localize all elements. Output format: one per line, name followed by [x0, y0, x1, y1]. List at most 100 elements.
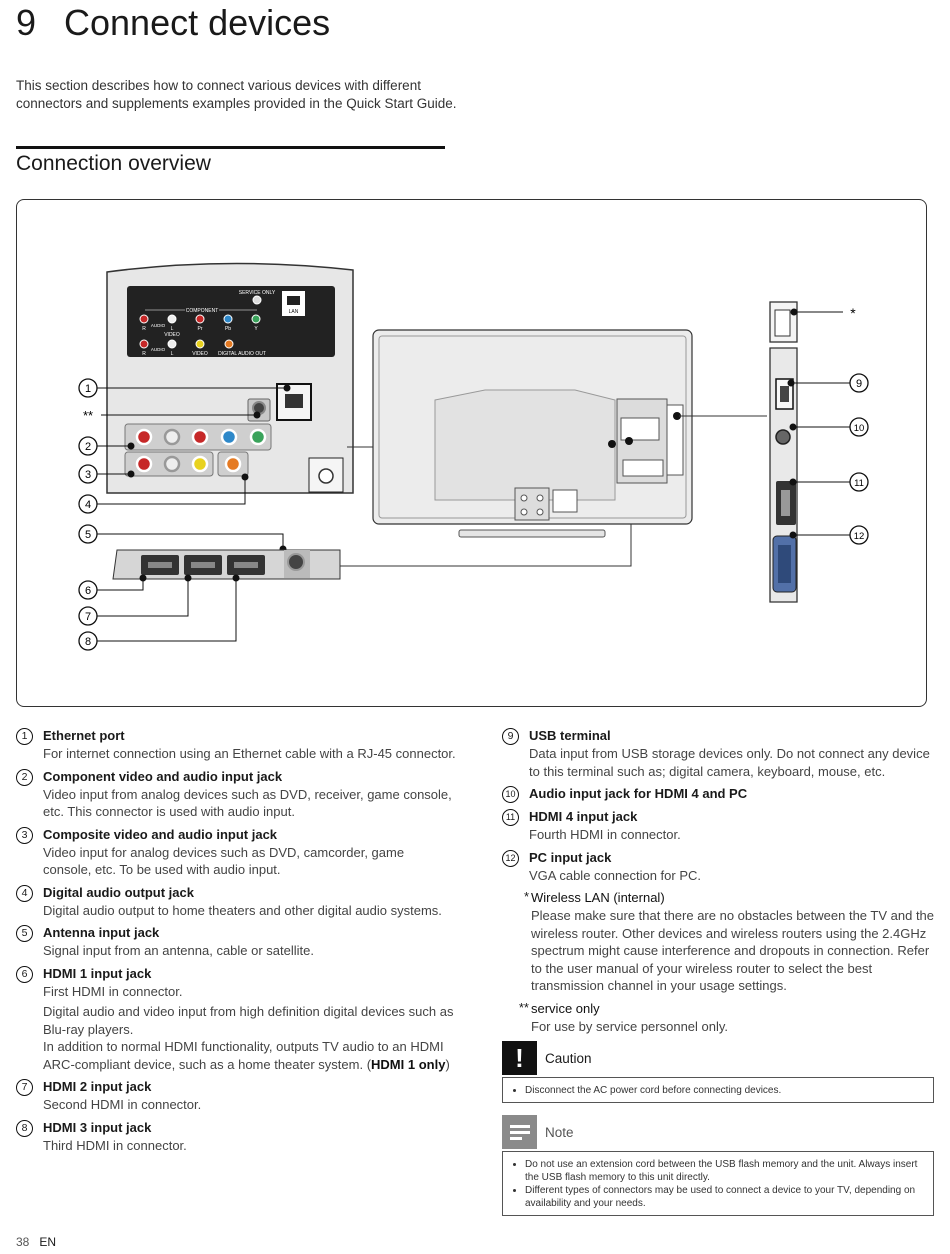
note-lines-icon [502, 1115, 537, 1149]
l-label-2: L [171, 351, 174, 357]
language-code: EN [39, 1235, 57, 1249]
caution-label: Caution [545, 1050, 592, 1066]
item-title: HDMI 1 input jack [43, 965, 152, 981]
svg-text:3: 3 [85, 469, 91, 481]
lan-label: LAN [289, 309, 299, 315]
pb-label: Pb [225, 326, 231, 332]
lan-port-icon [287, 296, 300, 305]
callout-dstar: ** [83, 408, 93, 423]
digital-audio-out-label: DIGITAL AUDIO OUT [218, 351, 266, 357]
item-title: Audio input jack for HDMI 4 and PC [529, 786, 748, 801]
item-title: Component video and audio input jack [43, 768, 283, 784]
item-marker: 5 [16, 925, 33, 942]
item-title: HDMI 2 input jack [43, 1079, 152, 1094]
component-label: COMPONENT [186, 308, 219, 314]
pr-label: Pr [198, 326, 203, 332]
left-descriptions: 1 Ethernet port For internet connection … [16, 727, 456, 1159]
panel-jack-r1 [139, 314, 149, 324]
item-title: service only [531, 1000, 600, 1016]
arc-bold: HDMI 1 only [371, 1056, 446, 1072]
item-marker: ** [518, 999, 529, 1015]
item-title: Composite video and audio input jack [43, 826, 278, 842]
item-title: Ethernet port [43, 728, 125, 743]
list-item: 3 Composite video and audio input jack V… [16, 826, 456, 879]
item-marker: 6 [16, 965, 33, 983]
svg-text:11: 11 [854, 478, 864, 489]
callout-2: 2 [78, 436, 135, 456]
section-rule [16, 146, 445, 149]
list-item: 4 Digital audio output jack Digital audi… [16, 884, 456, 920]
item-marker: 11 [502, 809, 519, 826]
item-marker: 1 [16, 728, 33, 745]
item-desc: Please make sure that there are no obsta… [531, 908, 935, 993]
note-item: Do not use an extension cord between the… [525, 1158, 925, 1184]
callout-12: 12 [789, 525, 869, 545]
panel-jack-pr [195, 314, 205, 324]
item-desc: Fourth HDMI in connector. [529, 827, 681, 842]
page-footer: 38 EN [16, 1235, 56, 1249]
item-desc-arc: In addition to normal HDMI functionality… [43, 1038, 456, 1073]
callout-1: 1 [78, 378, 291, 398]
note-label: Note [545, 1124, 574, 1140]
callout-star: * [850, 305, 856, 321]
list-item: 9 USB terminal Data input from USB stora… [502, 727, 934, 780]
callout-3: 3 [78, 464, 135, 484]
list-item: 11 HDMI 4 input jack Fourth HDMI in conn… [502, 808, 934, 844]
note-box: Note Do not use an extension cord betwee… [502, 1115, 934, 1216]
list-item: 8 HDMI 3 input jack Third HDMI in connec… [16, 1119, 456, 1155]
list-item: 12 PC input jack VGA cable connection fo… [502, 849, 934, 885]
video-jack-label: VIDEO [192, 351, 208, 357]
svg-text:12: 12 [854, 531, 865, 542]
item-desc: Second HDMI in connector. [43, 1097, 202, 1112]
page-number: 38 [16, 1235, 30, 1249]
note-item: Different types of connectors may be use… [525, 1184, 925, 1210]
chapter-title: 9 Connect devices [16, 2, 330, 44]
antenna-port [287, 553, 305, 571]
panel-jack-pb [223, 314, 233, 324]
list-item: 6 HDMI 1 input jack First HDMI in connec… [16, 965, 456, 1074]
item-title: USB terminal [529, 728, 611, 743]
item-desc: Data input from USB storage devices only… [529, 746, 930, 779]
list-item: 7 HDMI 2 input jack Second HDMI in conne… [16, 1078, 456, 1114]
item-title: HDMI 3 input jack [43, 1119, 152, 1135]
item-desc: Video input from analog devices such as … [43, 786, 452, 820]
item-marker: 7 [16, 1079, 33, 1096]
svg-text:8: 8 [85, 636, 91, 648]
video-label: VIDEO [164, 332, 180, 338]
chapter-title-text: Connect devices [64, 2, 331, 43]
svg-text:4: 4 [85, 499, 91, 511]
audio-label-2: AUDIO [151, 347, 166, 352]
list-item: 10 Audio input jack for HDMI 4 and PC [502, 785, 934, 803]
exclamation-icon: ! [502, 1041, 537, 1075]
item-title: HDMI 4 input jack [529, 809, 638, 824]
panel-jack-l1 [167, 314, 177, 324]
item-desc: Signal input from an antenna, cable or s… [43, 943, 315, 958]
callout-7: 7 [78, 574, 192, 626]
item-marker: 8 [16, 1119, 33, 1137]
list-item: * Wireless LAN (internal) Please make su… [502, 889, 934, 995]
r-label-1: R [142, 326, 146, 332]
list-item: 1 Ethernet port For internet connection … [16, 727, 456, 763]
item-title: Antenna input jack [43, 925, 160, 940]
chapter-number: 9 [16, 2, 37, 43]
audio-in-jack [775, 429, 791, 445]
panel-jack-y [251, 314, 261, 324]
item-marker: * [523, 889, 529, 904]
svg-text:10: 10 [854, 423, 865, 434]
connection-diagram-svg: SERVICE ONLY LAN COMPONENT AUDIO R L Pr … [78, 262, 869, 651]
item-marker: 4 [16, 884, 33, 902]
item-title: PC input jack [529, 849, 612, 865]
section-title: Connection overview [16, 152, 211, 175]
item-marker: 3 [16, 826, 33, 844]
l-label-1: L [171, 326, 174, 332]
callout-5: 5 [78, 524, 287, 553]
svg-text:7: 7 [85, 611, 91, 623]
arc-close: ) [445, 1056, 450, 1072]
arc-text: In addition to normal HDMI functionality… [43, 1039, 444, 1072]
y-label: Y [254, 326, 258, 332]
callout-11: 11 [789, 472, 869, 492]
callout-8: 8 [78, 574, 240, 651]
service-only-label: SERVICE ONLY [239, 290, 276, 296]
svg-text:2: 2 [85, 441, 91, 453]
item-desc-extra: Digital audio and video input from high … [43, 1004, 454, 1037]
